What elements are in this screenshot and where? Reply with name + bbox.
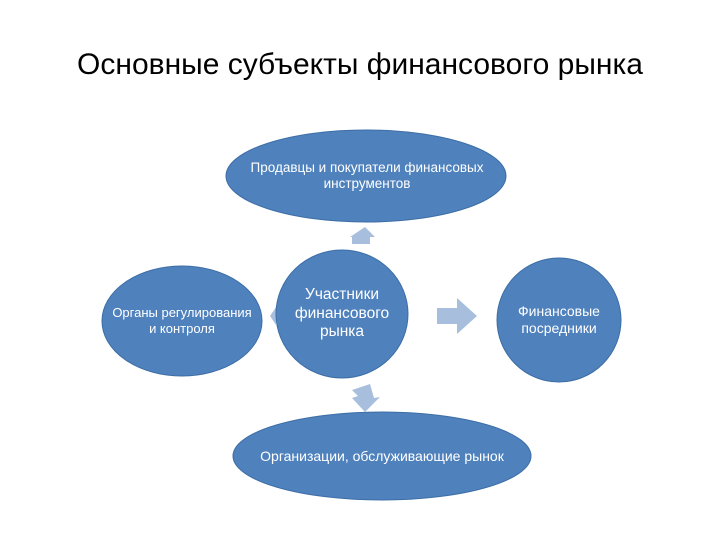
- node-top-ellipse: [225, 129, 507, 223]
- node-bottom-ellipse: [232, 411, 532, 501]
- node-right-ellipse: [496, 257, 622, 383]
- node-right-label: Финансовые посредники: [518, 303, 600, 336]
- arrow-down: [352, 384, 380, 412]
- node-top-label: Продавцы и покупатели финансовых инструм…: [250, 159, 484, 191]
- node-bottom-label: Организации, обслуживающие рынок: [260, 447, 504, 464]
- arrow-up: [350, 227, 375, 244]
- arrow-right: [437, 298, 477, 334]
- node-center-ellipse: [275, 249, 409, 379]
- node-center-label: Участники финансового рынка: [294, 286, 390, 341]
- slide-title: Основные субъекты финансового рынка: [77, 48, 643, 81]
- node-left-label: Органы регулирования и контроля: [112, 305, 252, 336]
- node-left-ellipse: [101, 265, 263, 377]
